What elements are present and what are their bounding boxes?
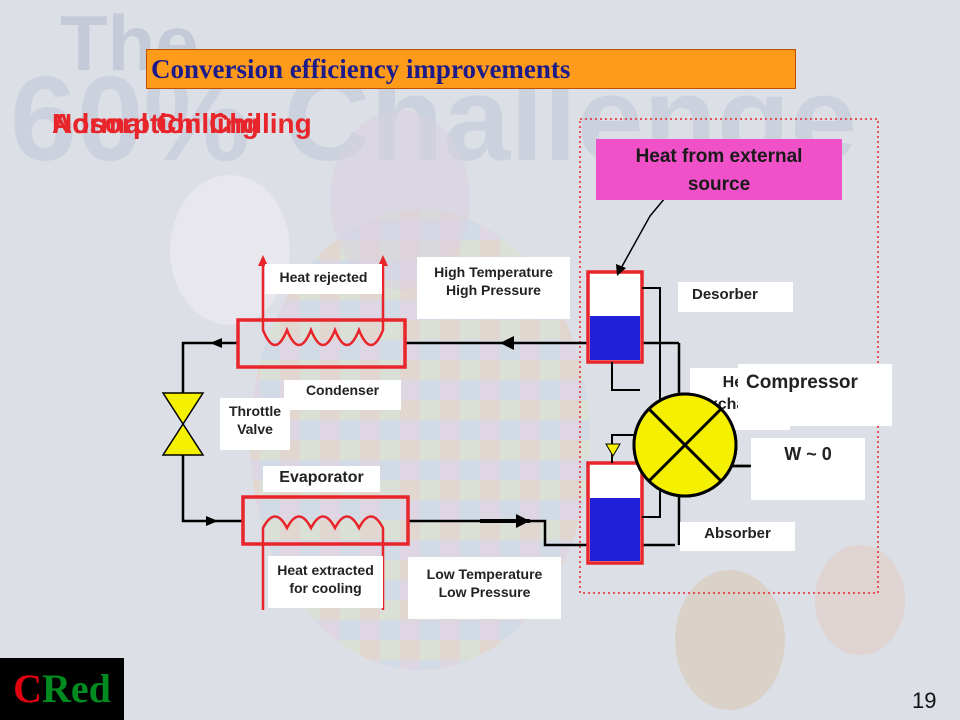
throttle-valve-icon	[161, 392, 205, 426]
compressor-cross-line	[647, 407, 723, 483]
condenser-coil	[261, 322, 385, 347]
label-valve: Valve	[237, 421, 273, 437]
slide-heading: Adsorption Chilling	[52, 108, 312, 139]
desorber-fluid	[590, 316, 640, 360]
balloon-shape	[815, 545, 905, 655]
label-low-temp: Low Temperature	[426, 566, 543, 582]
label-evaporator: Evaporator	[263, 466, 380, 492]
balloon-shape	[170, 175, 290, 325]
heat-arrow-up-icon	[378, 255, 388, 266]
logo-letters-red: Red	[42, 666, 111, 711]
label-throttle: Throttle	[228, 403, 282, 419]
heat-arrow-up-icon	[258, 255, 268, 266]
flow-arrow-icon	[500, 336, 514, 350]
pipe-desorber-outlet	[611, 362, 640, 391]
heat-external-source-box: Heat from external source	[596, 139, 842, 200]
flow-arrow-icon	[210, 338, 222, 348]
absorption-region-outline	[579, 118, 879, 594]
logo-letter-c: C	[13, 666, 42, 711]
heat-external-line1: Heat from external	[635, 146, 803, 167]
cred-logo: CRed	[0, 658, 124, 720]
label-heat-rejected: Heat rejected	[265, 264, 382, 294]
label-throttle-valve: Throttle Valve	[220, 398, 290, 450]
slide-heading-overlap: Normal Chilling	[52, 108, 259, 139]
heat-pointer-arrow-icon	[616, 264, 626, 276]
label-heat-extracted-line1: Heat extracted	[277, 562, 374, 578]
slide-title: Conversion efficiency improvements	[146, 49, 796, 89]
condenser-coil-box	[236, 318, 407, 369]
evaporator-coil-box	[241, 495, 410, 546]
label-absorber: Absorber	[680, 522, 795, 551]
check-valve-icon	[605, 443, 621, 457]
heat-external-line2: source	[687, 174, 751, 195]
label-high-temp-pressure: High Temperature High Pressure	[417, 257, 570, 319]
label-desorber: Desorber	[678, 282, 793, 312]
heat-pointer-line	[619, 197, 666, 271]
balloon-shape	[330, 110, 470, 290]
page-number: 19	[912, 688, 937, 713]
label-low-temp-pressure: Low Temperature Low Pressure	[408, 557, 561, 619]
label-heat-extracted-line2: for cooling	[289, 580, 362, 596]
label-compressor: Compressor	[738, 364, 892, 426]
throttle-valve-icon	[161, 422, 205, 456]
pipe-valve-to-evaporator	[181, 455, 243, 523]
flow-arrow-icon	[516, 514, 530, 528]
balloon-shape	[250, 210, 590, 670]
balloon-shape	[675, 570, 785, 710]
label-high-temp: High Temperature	[434, 264, 553, 280]
label-condenser: Condenser	[284, 380, 401, 410]
label-work: W ~ 0	[751, 438, 865, 500]
evaporator-coil	[261, 515, 385, 548]
label-low-pressure: Low Pressure	[438, 584, 531, 600]
flow-arrow-icon	[206, 516, 218, 526]
label-high-pressure: High Pressure	[446, 282, 541, 298]
label-heat-extracted: Heat extracted for cooling	[268, 556, 383, 608]
absorber-fluid	[590, 498, 640, 561]
